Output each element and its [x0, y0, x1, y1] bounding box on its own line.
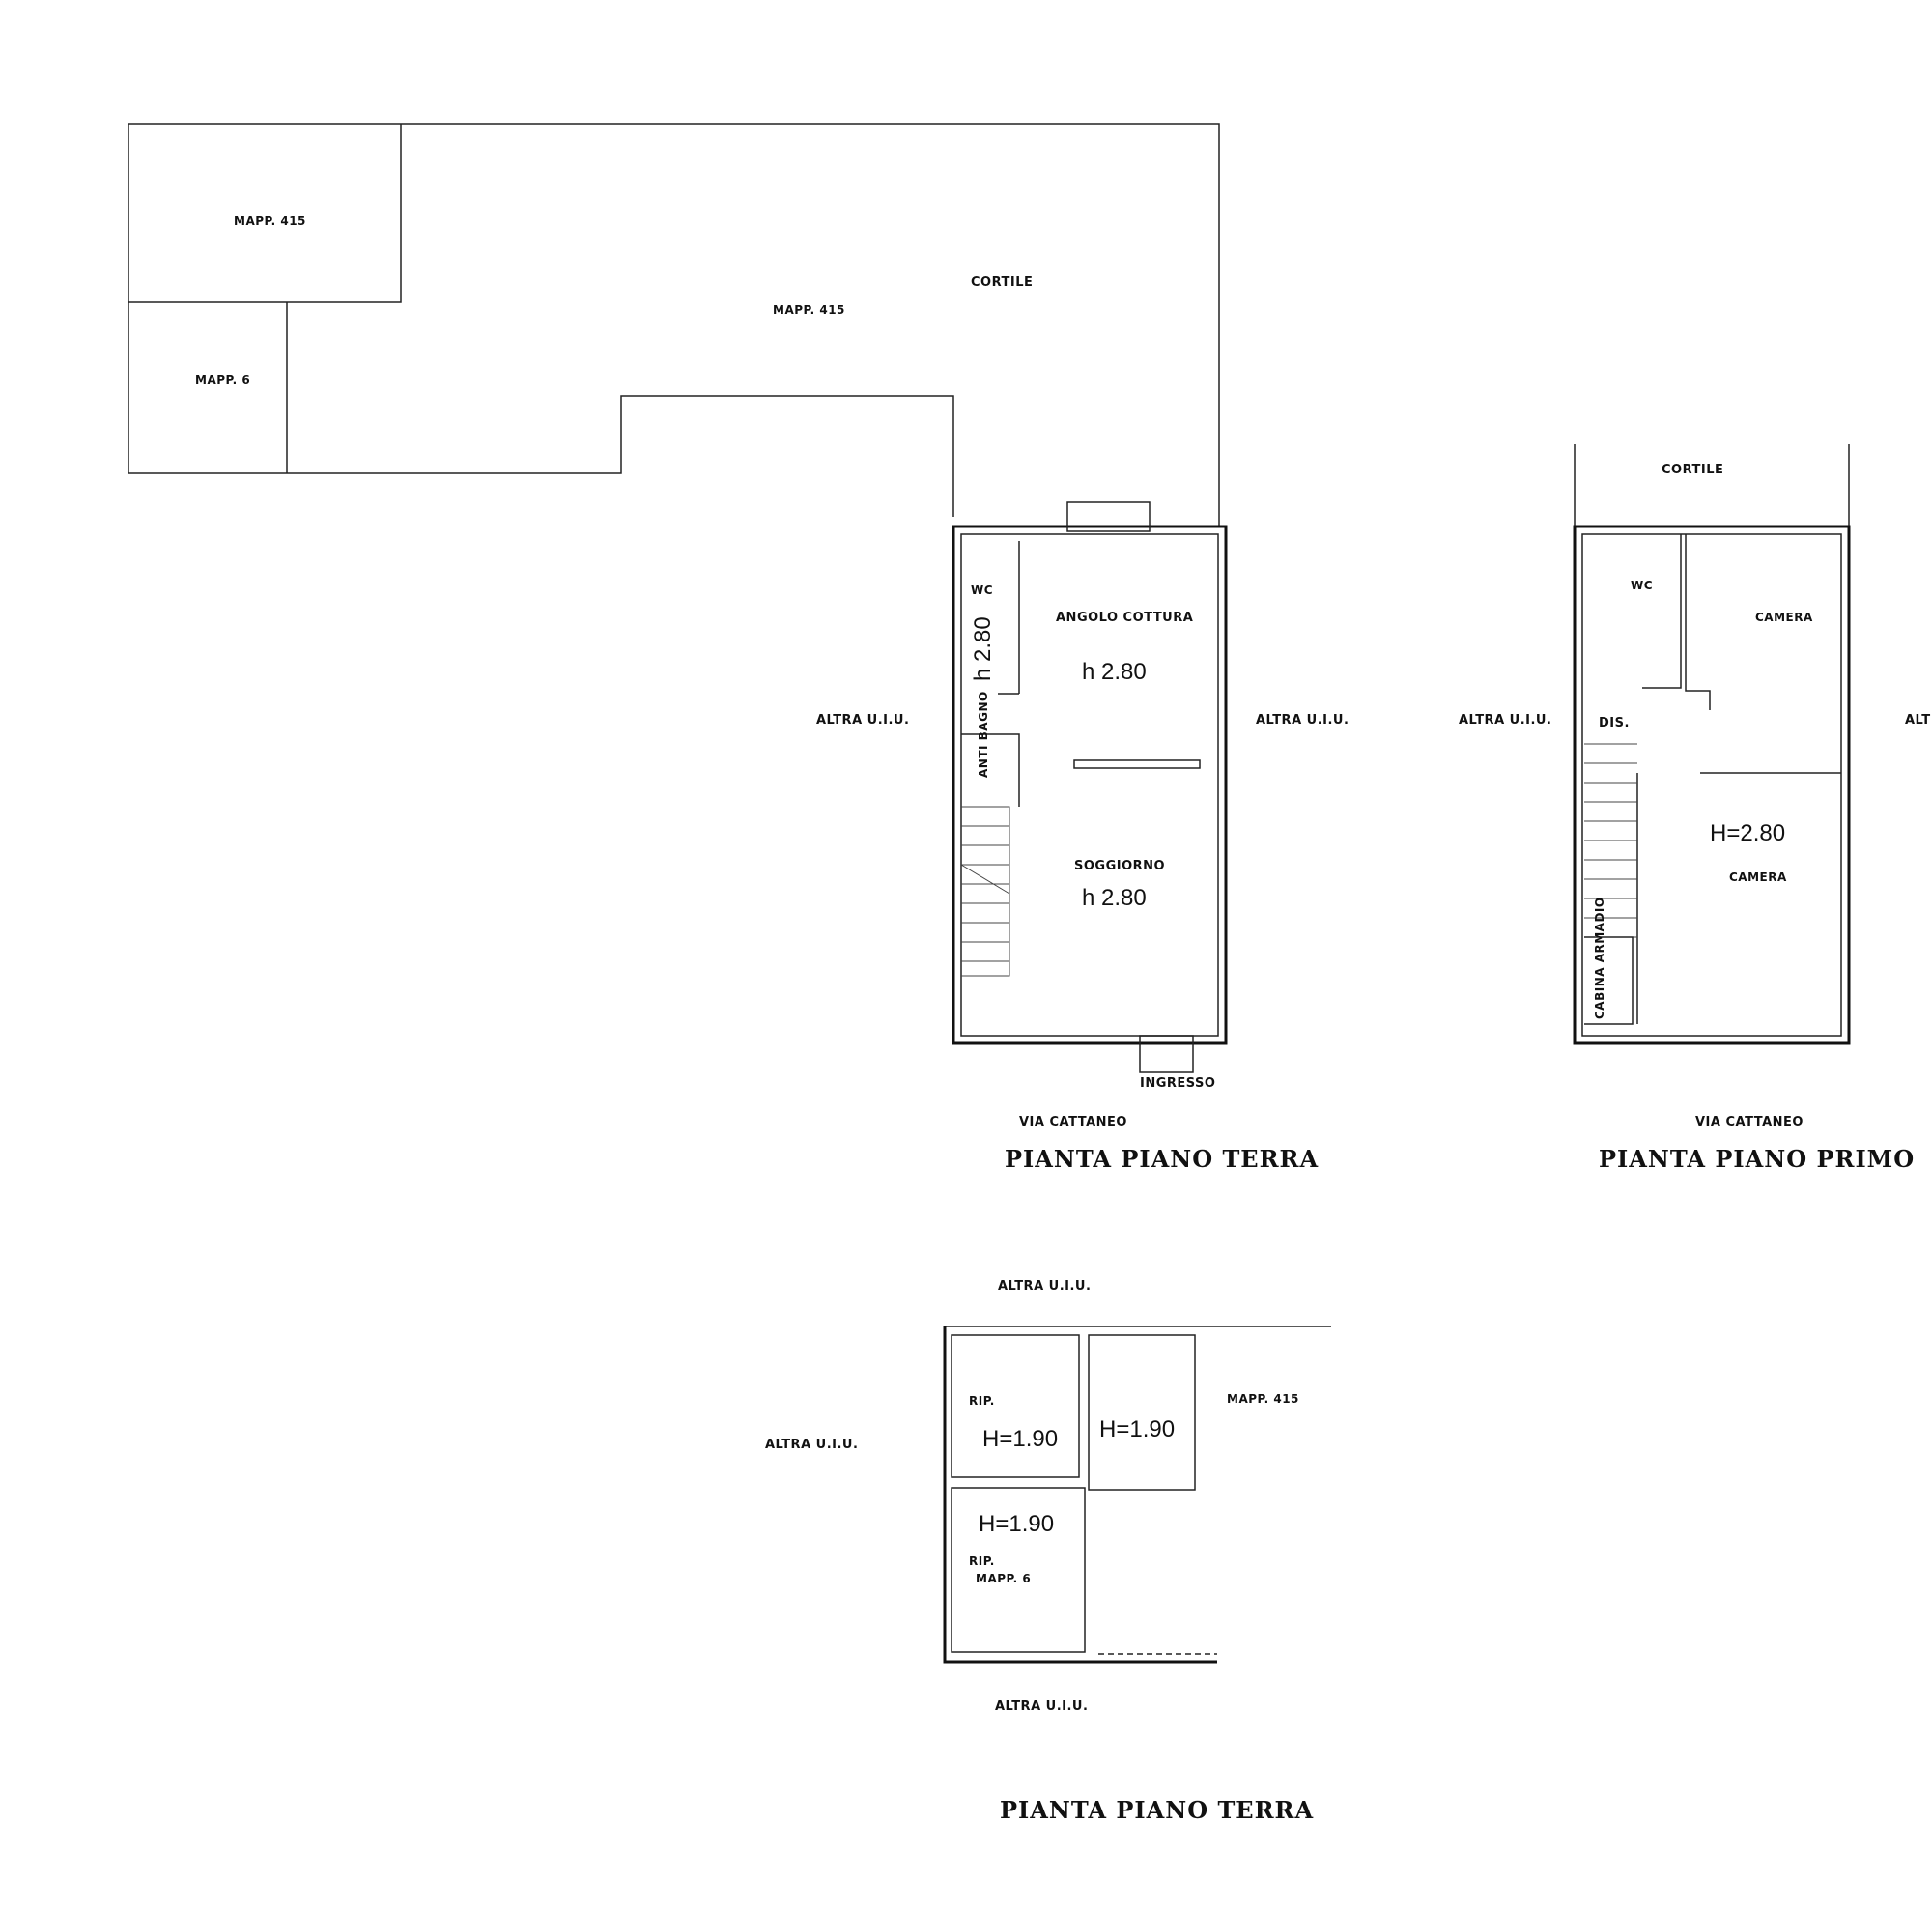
storage-title: PIANTA PIANO TERRA [1000, 1796, 1314, 1824]
ground-floor-plan: WC h 2.80 ANTI BAGNO ANGOLO COTTURA h 2.… [816, 501, 1349, 1173]
wc-partition [998, 541, 1020, 695]
angolo-cottura-label: ANGOLO COTTURA [1056, 611, 1193, 625]
rip-1-label: RIP. [969, 1394, 995, 1408]
rip-1-room [951, 1334, 1080, 1478]
rip-1-height: H=1.90 [982, 1426, 1058, 1452]
camera-top-label: CAMERA [1755, 611, 1813, 624]
cabina-armadio-label: CABINA ARMADIO [1593, 897, 1606, 1019]
wc-wall-first [1642, 534, 1682, 689]
ground-floor-stairs [960, 806, 1010, 977]
first-floor-plan: CORTILE WC CAMERA DIS. H=2.80 CAMERA CAB… [1459, 444, 1931, 1173]
soggiorno-label: SOGGIORNO [1074, 859, 1165, 873]
mapp6-label: MAPP. 6 [195, 373, 250, 386]
ground-floor-inner-wall [960, 533, 1219, 1037]
rip-2-height: H=1.90 [1099, 1416, 1175, 1442]
site-plan: MAPP. 415 MAPP. 415 MAPP. 6 CORTILE [128, 123, 1220, 527]
storage-plan: ALTRA U.I.U. ALTRA U.I.U. ALTRA U.I.U. M… [765, 1279, 1331, 1824]
camera-bottom-label: CAMERA [1729, 870, 1787, 884]
camera-top-wall [1685, 534, 1711, 710]
site-boundary-top [128, 123, 1220, 527]
storage-altra-left: ALTRA U.I.U. [765, 1438, 858, 1452]
first-altra-uiu-right-label: ALT [1905, 713, 1931, 727]
ingresso-step [1139, 1035, 1194, 1073]
storage-altra-top: ALTRA U.I.U. [998, 1279, 1091, 1294]
antibagno-label: ANTI BAGNO [977, 691, 990, 778]
first-wc-label: WC [1631, 579, 1653, 592]
altra-uiu-left-label: ALTRA U.I.U. [816, 713, 909, 727]
cortile-label: CORTILE [971, 275, 1033, 290]
storage-altra-bottom: ALTRA U.I.U. [995, 1699, 1088, 1714]
cabina-armadio-box [1584, 936, 1634, 1025]
wc-label: WC [971, 584, 993, 597]
wc-height: h 2.80 [970, 616, 996, 681]
first-floor-title: PIANTA PIANO PRIMO [1599, 1145, 1915, 1173]
rear-window-box [1066, 501, 1151, 532]
mapp415-parcel [128, 124, 402, 303]
storage-mapp415-label: MAPP. 415 [1227, 1392, 1299, 1406]
mapp415-label-b: MAPP. 415 [773, 303, 845, 317]
first-cortile-label: CORTILE [1662, 463, 1723, 477]
via-cattaneo-label: VIA CATTANEO [1019, 1115, 1127, 1129]
first-floor-inner-wall [1581, 533, 1842, 1037]
rip-3-mapp-label: MAPP. 6 [976, 1572, 1031, 1585]
altra-uiu-right-label: ALTRA U.I.U. [1256, 713, 1349, 727]
site-boundary-left [128, 124, 954, 517]
mapp415-label-a: MAPP. 415 [234, 214, 306, 228]
storage-outer-wall [943, 1326, 1217, 1664]
dis-label: DIS. [1599, 716, 1630, 730]
antibagno-partition [961, 733, 1020, 807]
ground-floor-outer-wall [952, 525, 1228, 1045]
ground-floor-title: PIANTA PIANO TERRA [1005, 1145, 1319, 1173]
first-altra-uiu-left-label: ALTRA U.I.U. [1459, 713, 1551, 727]
first-via-cattaneo-label: VIA CATTANEO [1695, 1115, 1804, 1129]
ingresso-label: INGRESSO [1140, 1076, 1215, 1091]
first-floor-stairs [1584, 743, 1637, 938]
first-floor-outer-wall [1573, 525, 1851, 1045]
first-floor-cortile-walls [1574, 444, 1850, 527]
rip-3-room [951, 1487, 1086, 1653]
angolo-cottura-height: h 2.80 [1082, 659, 1147, 685]
rip-3-label: RIP. [969, 1554, 995, 1568]
rip-2-room [1088, 1334, 1196, 1491]
soggiorno-height: h 2.80 [1082, 885, 1147, 911]
rip-3-height: H=1.90 [979, 1511, 1054, 1537]
kitchen-divider [1073, 759, 1201, 769]
first-floor-height: H=2.80 [1710, 820, 1785, 846]
